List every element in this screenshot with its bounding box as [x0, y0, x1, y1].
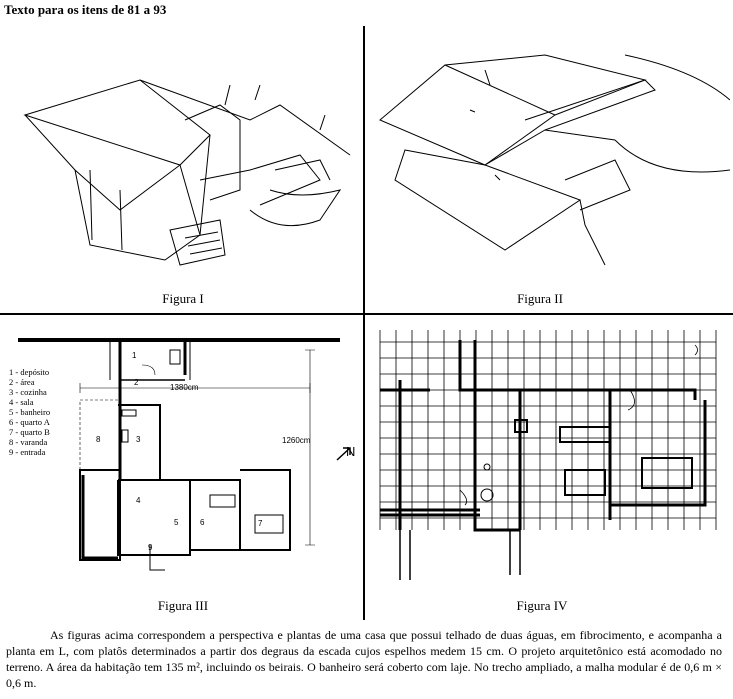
horizontal-divider: [0, 313, 733, 315]
description-paragraph: As figuras acima correspondem a perspect…: [6, 627, 722, 691]
room-label: 9: [148, 543, 153, 552]
section-header: Texto para os itens de 81 a 93: [4, 2, 167, 17]
room-label: 2: [134, 378, 139, 387]
caption-figure-1: Figura I: [162, 291, 204, 306]
legend-item: 2 - área: [9, 377, 35, 387]
legend-item: 6 - quarto A: [9, 417, 50, 427]
room-label: 4: [136, 496, 141, 505]
caption-figure-3: Figura III: [157, 598, 209, 613]
room-label: 7: [258, 519, 263, 528]
legend-item: 1 - depósito: [9, 367, 50, 377]
legend-item: 8 - varanda: [9, 437, 48, 447]
dim-horizontal: 1380cm: [170, 383, 199, 392]
vertical-divider: [363, 26, 365, 620]
room-legend: 1 - depósito 2 - área 3 - cozinha 4 - sa…: [9, 367, 50, 457]
legend-item: 3 - cozinha: [9, 387, 47, 397]
room-label: 6: [200, 518, 205, 527]
room-label: 1: [132, 351, 137, 360]
north-label: N: [346, 444, 355, 459]
legend-item: 9 - entrada: [9, 447, 46, 457]
legend-item: 7 - quarto B: [9, 427, 50, 437]
room-label: 8: [96, 435, 101, 444]
legend-item: 5 - banheiro: [9, 407, 51, 417]
figure-4-modular-grid: [379, 330, 717, 580]
figure-2-roof-plan: [379, 54, 730, 266]
room-label: 5: [174, 518, 179, 527]
legend-item: 4 - sala: [9, 397, 34, 407]
room-label: 3: [136, 435, 141, 444]
paragraph-text: As figuras acima correspondem a perspect…: [6, 628, 722, 690]
caption-figure-4: Figura IV: [516, 598, 568, 613]
caption-figure-2: Figura II: [517, 291, 563, 306]
dim-vertical: 1260cm: [282, 436, 311, 445]
figure-3-floor-plan: 1380cm 1260cm N 1 2 3 4 5 6 7 8 9: [18, 338, 355, 571]
figure-1-perspective: [23, 79, 351, 266]
